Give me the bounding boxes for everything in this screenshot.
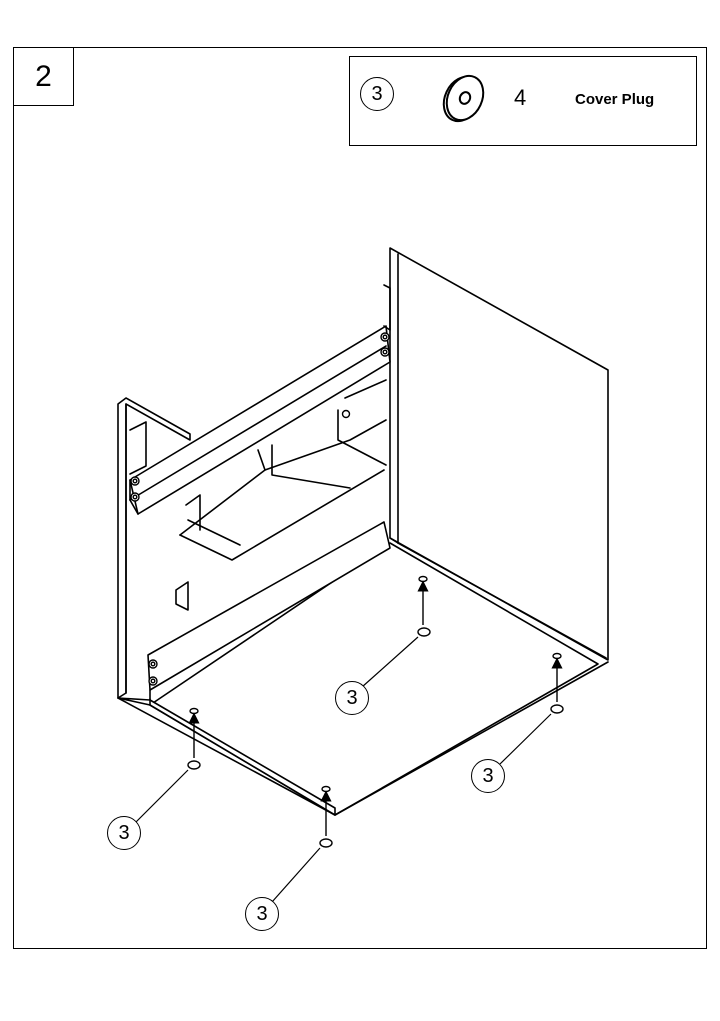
- top-rail: [129, 325, 391, 515]
- legend-quantity: 4: [514, 85, 527, 110]
- step-frame: [13, 47, 707, 949]
- step-number: 2: [13, 47, 74, 106]
- hole-3: [189, 707, 199, 715]
- hole-4: [321, 785, 331, 793]
- plug-3: [187, 760, 201, 770]
- plug-2: [550, 704, 564, 714]
- parts-legend: 3 4 Cover Plug: [349, 56, 697, 146]
- callout-part-3: 3: [471, 759, 505, 793]
- callout-part-3: 3: [335, 681, 369, 715]
- plug-4: [319, 838, 333, 848]
- legend-part-ref: 3: [360, 77, 394, 111]
- callout-part-3: 3: [107, 816, 141, 850]
- hole-1: [418, 575, 428, 583]
- plug-1: [417, 627, 431, 637]
- cover-plug-icon: [442, 74, 485, 123]
- callout-part-3: 3: [245, 897, 279, 931]
- legend-part-name: Cover Plug: [575, 91, 655, 108]
- right-side-panel: [389, 247, 609, 661]
- hole-2: [552, 652, 562, 660]
